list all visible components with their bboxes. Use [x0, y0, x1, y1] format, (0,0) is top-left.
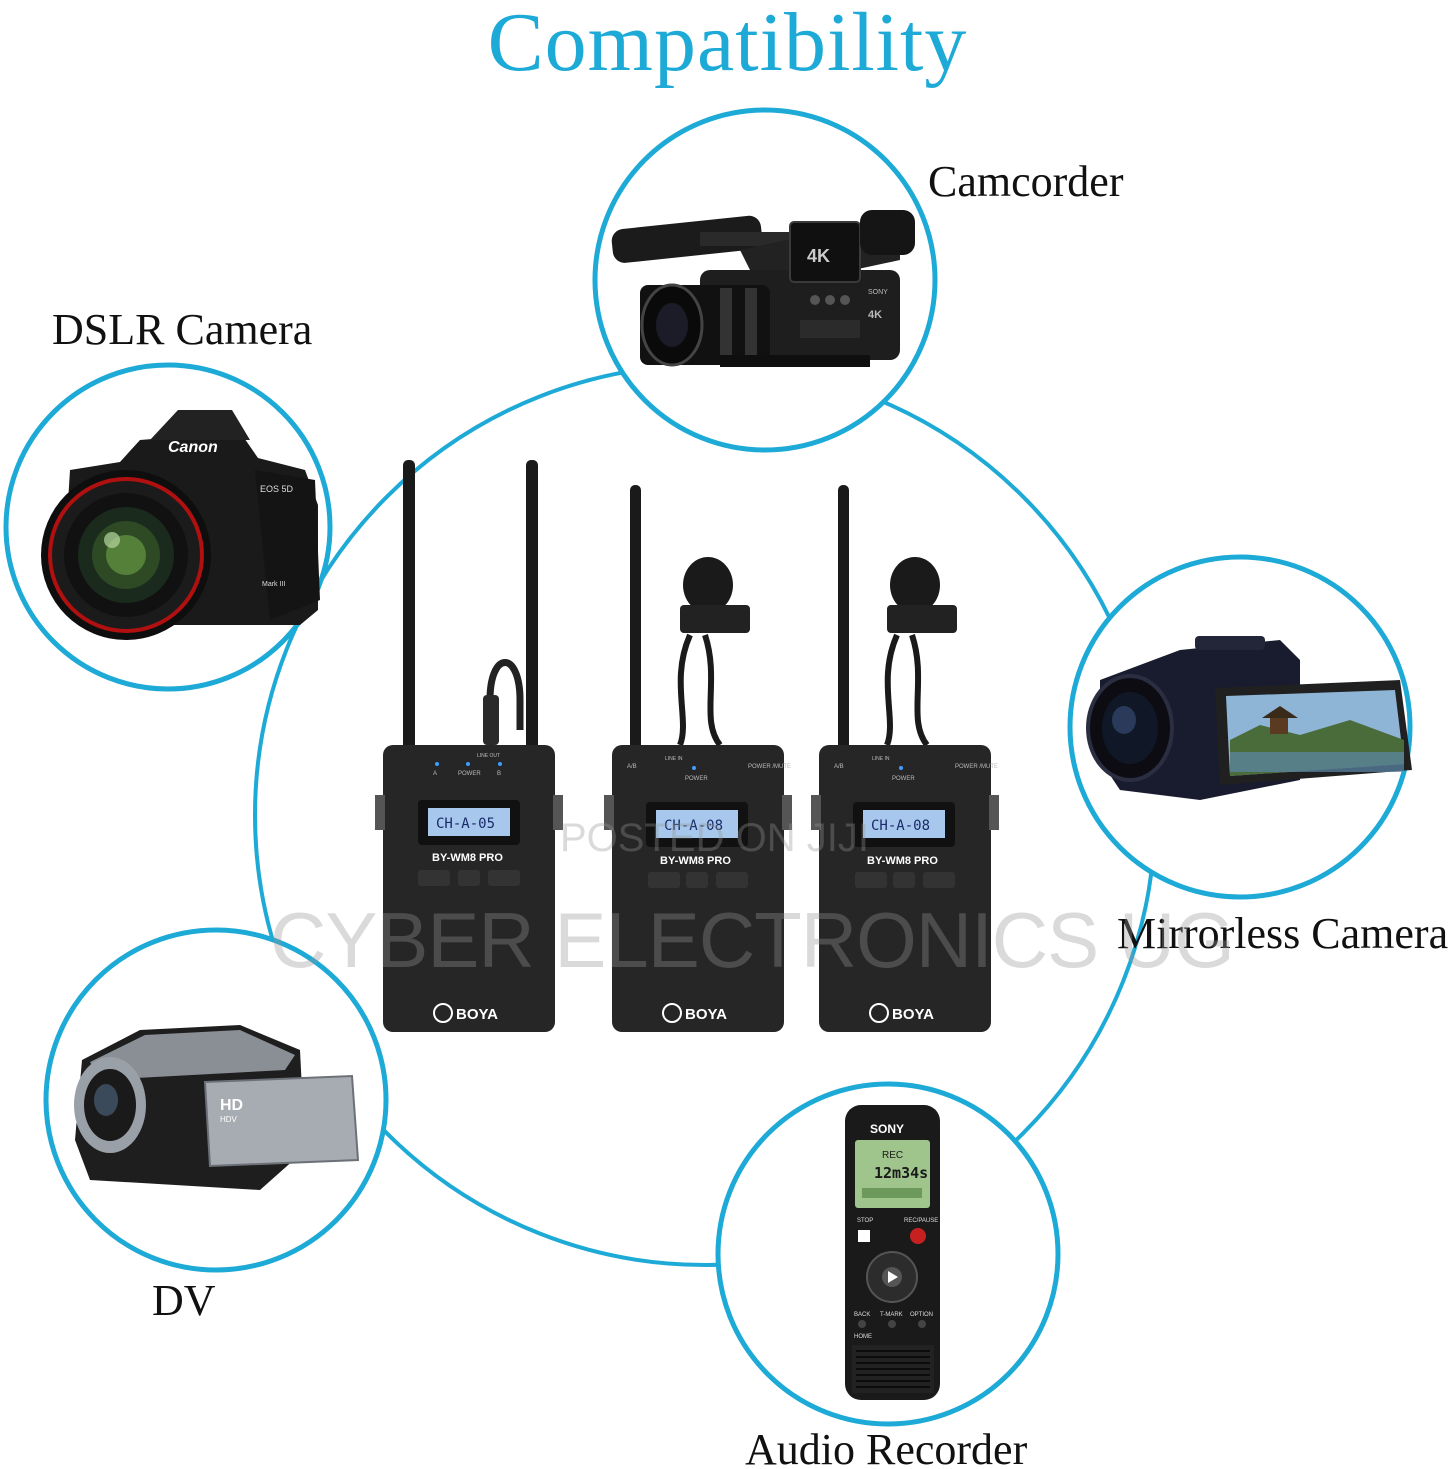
dslr-camera-icon: Canon EOS 5D Mark III: [41, 410, 320, 640]
svg-text:T-MARK: T-MARK: [880, 1312, 903, 1318]
svg-text:HDV: HDV: [220, 1115, 238, 1124]
svg-text:A/B: A/B: [834, 764, 844, 770]
svg-text:POWER: POWER: [458, 771, 481, 777]
camcorder-icon: 4K SONY 4K: [611, 210, 915, 367]
receiver-unit: A POWER B LINE OUT CH-A-05 BY-WM8 PRO BO…: [375, 460, 563, 1032]
svg-text:LINE IN: LINE IN: [872, 756, 890, 762]
svg-text:B: B: [497, 771, 501, 777]
watermark-main: CYBER ELECTRONICS UG: [270, 896, 1235, 984]
svg-text:POWER: POWER: [685, 776, 708, 782]
svg-text:REC/PAUSE: REC/PAUSE: [904, 1218, 938, 1224]
audio-recorder-icon: SONY REC 12m34s STOP REC/PAUSE BACK T-MA…: [845, 1105, 940, 1400]
svg-text:BOYA: BOYA: [892, 1006, 934, 1023]
svg-text:EOS 5D: EOS 5D: [260, 484, 294, 494]
svg-text:Canon: Canon: [168, 439, 218, 456]
svg-text:LINE OUT: LINE OUT: [477, 753, 500, 759]
svg-text:CH-A-05: CH-A-05: [436, 816, 495, 832]
svg-text:BACK: BACK: [854, 1312, 870, 1318]
svg-text:CH-A-08: CH-A-08: [871, 818, 930, 834]
svg-text:BY-WM8 PRO: BY-WM8 PRO: [432, 852, 503, 864]
label-dslr-camera: DSLR Camera: [52, 305, 313, 354]
transmitter-unit-1: A/B LINE IN POWER POWER /MUTE CH-A-08 BY…: [604, 485, 792, 1032]
dv-camcorder-icon: HD HDV: [74, 1025, 360, 1190]
svg-text:BY-WM8 PRO: BY-WM8 PRO: [867, 855, 938, 867]
svg-text:A: A: [433, 771, 437, 777]
svg-text:SONY: SONY: [870, 1122, 904, 1136]
label-audio-recorder: Audio Recorder: [745, 1425, 1028, 1469]
svg-text:12m34s: 12m34s: [874, 1164, 928, 1182]
svg-text:CH-A-08: CH-A-08: [664, 818, 723, 834]
label-camcorder: Camcorder: [928, 157, 1124, 206]
label-dv: DV: [152, 1276, 216, 1325]
svg-text:SONY: SONY: [868, 289, 888, 296]
svg-text:STOP: STOP: [857, 1218, 873, 1224]
svg-text:OPTION: OPTION: [910, 1312, 933, 1318]
page-title: Compatibility: [487, 0, 968, 89]
svg-text:Mark III: Mark III: [262, 581, 285, 588]
svg-text:POWER /MUTE: POWER /MUTE: [748, 764, 791, 770]
svg-text:BOYA: BOYA: [456, 1006, 498, 1023]
svg-text:HOME: HOME: [854, 1334, 872, 1340]
svg-text:4K: 4K: [868, 309, 882, 321]
svg-text:HD: HD: [220, 1097, 243, 1114]
svg-text:4K: 4K: [807, 246, 830, 266]
svg-text:REC: REC: [882, 1150, 903, 1161]
svg-text:A/B: A/B: [627, 764, 637, 770]
svg-text:POWER: POWER: [892, 776, 915, 782]
svg-text:BOYA: BOYA: [685, 1006, 727, 1023]
handycam-icon: [1086, 636, 1412, 800]
svg-text:POWER /MUTE: POWER /MUTE: [955, 764, 998, 770]
watermark-posted: POSTED ON JIJI: [560, 816, 869, 860]
label-mirrorless-camera: Mirrorless Camera: [1117, 909, 1449, 958]
transmitter-unit-2: A/B LINE IN POWER POWER /MUTE CH-A-08 BY…: [811, 485, 999, 1032]
svg-text:LINE IN: LINE IN: [665, 756, 683, 762]
svg-text:BY-WM8 PRO: BY-WM8 PRO: [660, 855, 731, 867]
